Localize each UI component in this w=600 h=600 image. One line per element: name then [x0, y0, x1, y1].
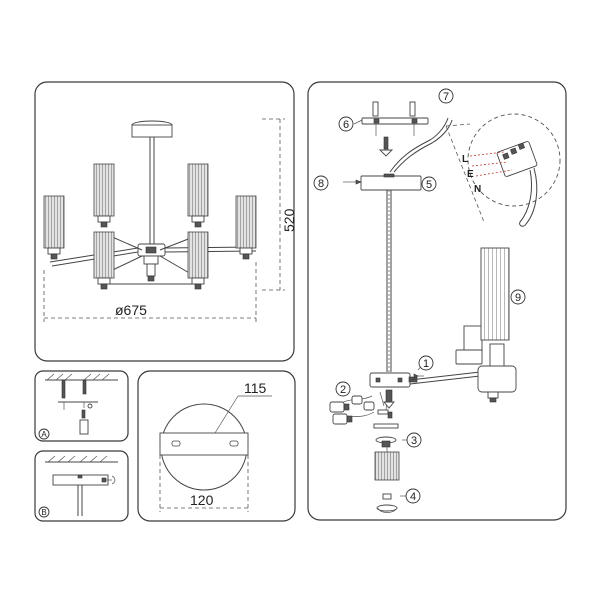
bottom-cap [376, 493, 398, 513]
bulb-cage [373, 423, 400, 481]
dimension-diameter: ø675 [43, 262, 257, 322]
callout-9: 9 [510, 289, 526, 305]
shade-right-far [235, 195, 257, 260]
bulb-holders [329, 389, 395, 425]
callout-2: 2 [335, 381, 351, 397]
shade-left-upper [93, 163, 115, 228]
shade-left-lower [93, 231, 115, 290]
plate-width-label: 120 [190, 492, 214, 508]
svg-text:5: 5 [426, 179, 432, 191]
callout-8: 8 [313, 175, 329, 191]
panel-chandelier-overview: 520 ø675 [34, 81, 297, 362]
panel-plate-dimensions: 115 120 [137, 370, 296, 522]
callout-5: 5 [421, 176, 437, 192]
callout-6: 6 [338, 116, 363, 132]
lamp-arm-assembly [455, 325, 517, 403]
diameter-label: ø675 [115, 302, 147, 318]
svg-text:1: 1 [423, 358, 429, 370]
svg-text:8: 8 [318, 178, 324, 190]
view-label-a: A [41, 430, 47, 439]
callout-3: 3 [402, 432, 422, 448]
shade-left-far [43, 195, 65, 260]
panel-view-b: B [34, 450, 129, 522]
wire-label-l: L [462, 154, 468, 165]
callout-7: 7 [438, 88, 454, 104]
svg-text:6: 6 [343, 119, 349, 131]
mounting-plate [361, 101, 429, 157]
panel-view-a: A [34, 370, 129, 442]
svg-text:7: 7 [443, 91, 449, 103]
panel-assembly-exploded: L E N [307, 81, 567, 521]
hub [369, 372, 424, 388]
mount-bar-label: 115 [244, 380, 267, 396]
svg-text:3: 3 [411, 435, 417, 447]
svg-text:9: 9 [515, 292, 521, 304]
glass-shade [480, 247, 510, 341]
dimension-height: 520 [262, 118, 297, 291]
view-label-b: B [41, 508, 46, 517]
svg-text:2: 2 [340, 384, 346, 396]
canopy [343, 173, 422, 191]
wire-label-e: E [467, 169, 474, 180]
callout-4: 4 [400, 488, 421, 504]
svg-text:4: 4 [410, 491, 416, 503]
shade-right-lower [187, 231, 209, 290]
wire-label-n: N [474, 184, 481, 195]
wiring-detail: L E N [445, 113, 561, 227]
height-label: 520 [281, 208, 297, 232]
callout-1: 1 [417, 355, 434, 371]
shade-right-upper [187, 163, 209, 228]
